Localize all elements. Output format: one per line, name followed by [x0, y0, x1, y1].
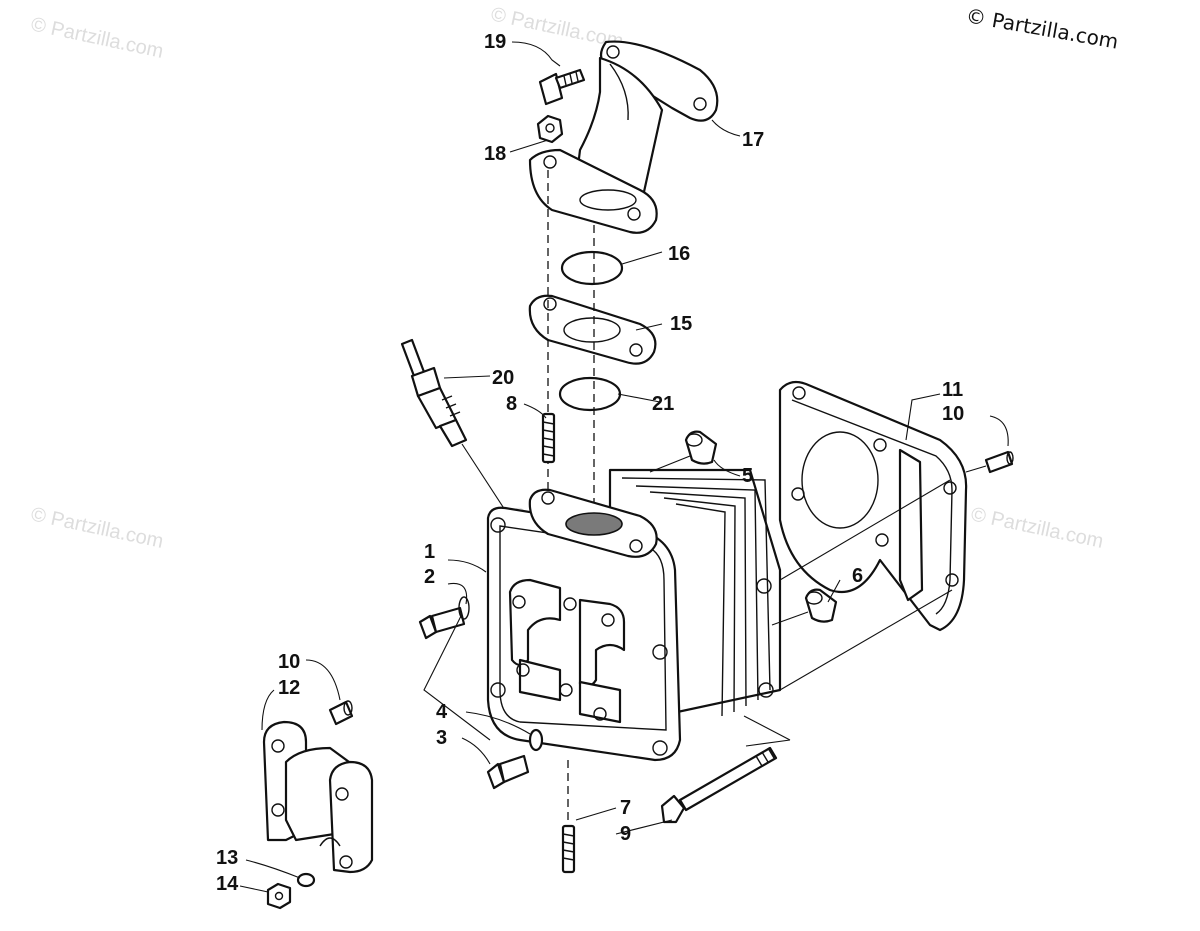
rocker-bracket-12 [262, 720, 374, 874]
leader-line [461, 443, 506, 511]
callout-10-left: 10 [278, 651, 300, 673]
callout-14: 14 [216, 873, 239, 895]
leader-line [745, 739, 791, 747]
leader-line [779, 479, 951, 581]
leader-line [423, 613, 491, 741]
dowel-pin-10-right [984, 450, 1014, 474]
callout-18: 18 [484, 143, 506, 165]
callout-3: 3 [436, 727, 447, 749]
callout-4: 4 [436, 701, 448, 723]
callout-6: 6 [852, 565, 863, 587]
callout-12: 12 [278, 677, 300, 699]
callout-2: 2 [424, 566, 435, 588]
bolt-3 [486, 754, 530, 790]
washer-4 [528, 728, 544, 752]
intake-port [565, 512, 623, 536]
callout-21: 21 [652, 393, 674, 415]
leader-line [447, 559, 487, 573]
callout-11: 11 [942, 379, 963, 401]
leader-line [465, 711, 531, 735]
dowel-6 [804, 588, 838, 623]
dowel-5 [684, 430, 718, 465]
o-ring-21 [558, 376, 622, 412]
callout-7: 7 [620, 797, 631, 819]
intake-elbow [528, 40, 719, 234]
spark-plug-20 [400, 338, 468, 448]
callout-16: 16 [668, 243, 690, 265]
callout-15: 15 [670, 313, 692, 335]
leader-line [447, 582, 468, 605]
leader-lines [239, 41, 1009, 893]
callout-13: 13 [216, 847, 238, 869]
washer-13 [296, 872, 316, 888]
callout-labels: 1 2 3 4 5 6 7 8 9 10 10 11 12 13 14 15 1… [216, 31, 964, 895]
cylinder-head [486, 468, 782, 762]
watermark: © Partzilla.com [29, 503, 165, 553]
stud-7 [561, 824, 576, 874]
callout-8: 8 [506, 393, 517, 415]
leader-line [779, 589, 953, 691]
callout-10-right: 10 [942, 403, 964, 425]
leader-line [965, 465, 987, 473]
callout-1: 1 [424, 541, 435, 563]
o-ring-16 [560, 250, 624, 286]
callout-19: 19 [484, 31, 506, 53]
dowel-pin-10-left [328, 700, 354, 726]
callout-5: 5 [742, 465, 753, 487]
leader-line [771, 611, 809, 626]
copyright-label: © Partzilla.com [964, 3, 1120, 53]
leader-line [649, 455, 691, 473]
bolt-9 [660, 746, 778, 824]
callout-20: 20 [492, 367, 514, 389]
stud-8 [541, 412, 556, 464]
head-gasket-11 [778, 380, 968, 632]
nut-14 [266, 882, 292, 910]
nut-18 [536, 114, 564, 144]
leader-line [461, 737, 491, 765]
leader-line [743, 715, 791, 741]
watermark: © Partzilla.com [969, 503, 1105, 553]
bolt-19 [538, 68, 586, 106]
callout-9: 9 [620, 823, 631, 845]
watermark: © Partzilla.com [29, 13, 165, 63]
callout-17: 17 [742, 129, 764, 151]
insulator-15 [528, 294, 657, 365]
bolt-2 [418, 596, 470, 640]
